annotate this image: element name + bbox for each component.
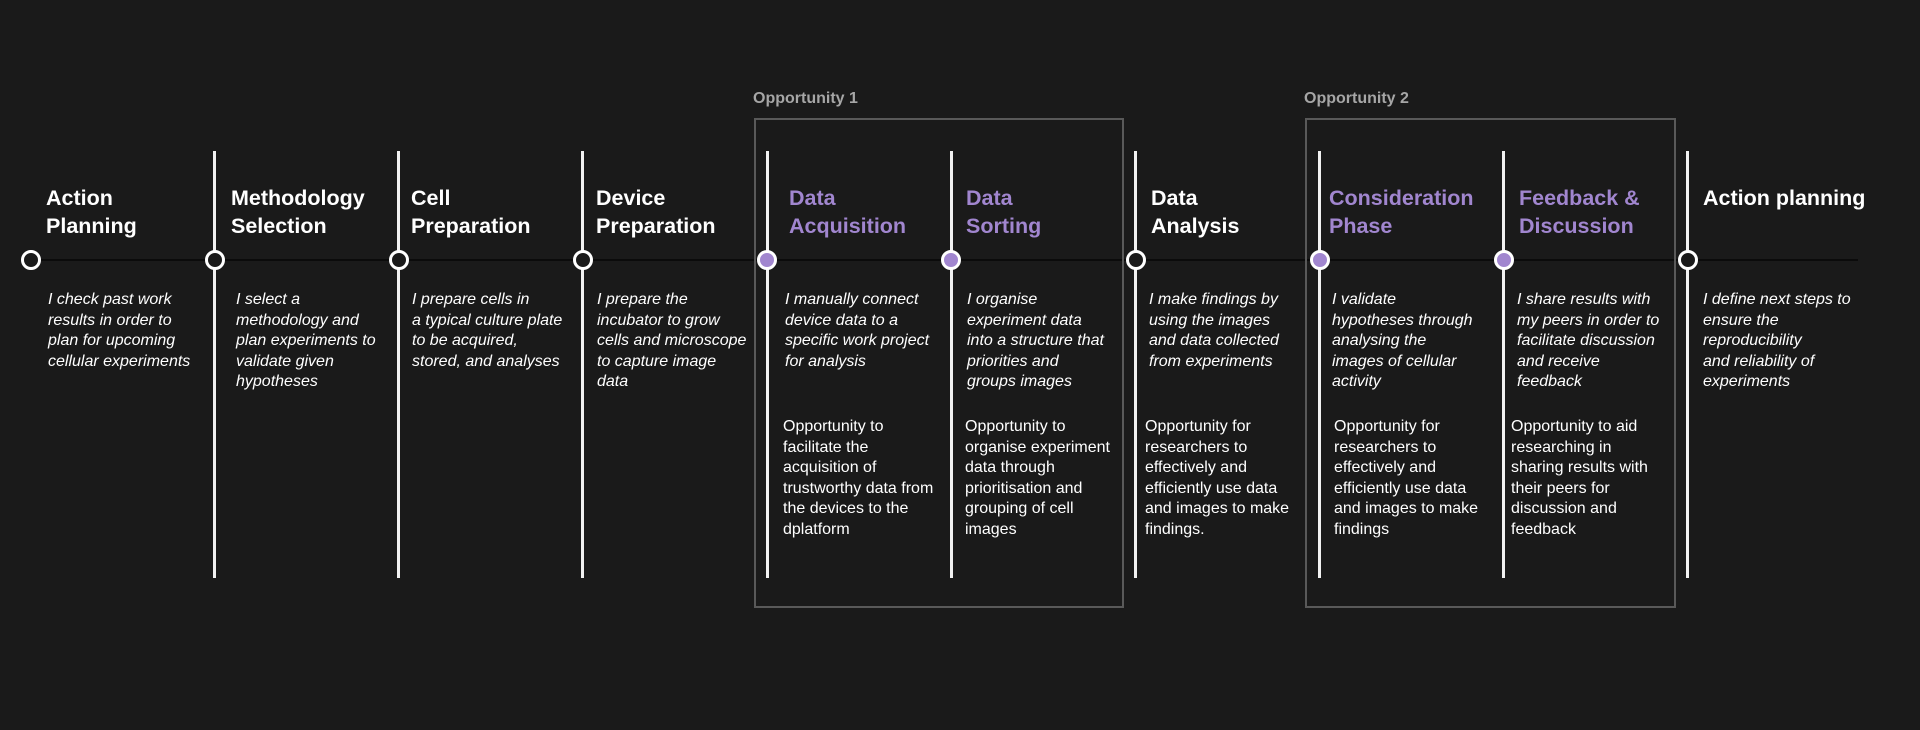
opportunity-text-data-sorting: Opportunity to organise experiment data …	[965, 418, 1110, 538]
stage-divider	[766, 151, 769, 578]
stage-description-action-planning-next: I define next steps to ensure the reprod…	[1703, 291, 1851, 390]
stage-description-data-analysis: I make findings by using the images and …	[1149, 291, 1279, 370]
timeline-node-methodology-selection	[205, 250, 225, 270]
opportunity-text-data-acquisition: Opportunity to facilitate the acquisitio…	[783, 418, 934, 538]
stage-title-data-sorting: Data Sorting	[966, 186, 1042, 238]
opportunity-box-1	[754, 118, 1124, 608]
stage-title-feedback-discussion: Feedback & Discussion	[1519, 186, 1640, 238]
timeline-node-data-analysis	[1126, 250, 1146, 270]
timeline-node-data-acquisition	[757, 250, 777, 270]
stage-title-consideration-phase: Consideration Phase	[1329, 186, 1474, 238]
stage-description-data-sorting: I organise experiment data into a struct…	[967, 291, 1104, 390]
stage-title-device-preparation: Device Preparation	[596, 186, 716, 238]
timeline-node-action-planning	[21, 250, 41, 270]
stage-divider	[581, 151, 584, 578]
stage-title-methodology-selection: Methodology Selection	[231, 186, 365, 238]
stage-description-cell-preparation: I prepare cells in a typical culture pla…	[412, 291, 563, 370]
stage-description-data-acquisition: I manually connect device data to a spec…	[785, 291, 930, 370]
opportunity-label-2: Opportunity 2	[1304, 90, 1409, 107]
opportunity-text-data-analysis: Opportunity for researchers to effective…	[1145, 418, 1290, 538]
opportunity-label-1: Opportunity 1	[753, 90, 858, 107]
stage-title-action-planning: Action Planning	[46, 186, 137, 238]
stage-title-action-planning-next: Action planning	[1703, 186, 1866, 210]
stage-divider	[397, 151, 400, 578]
timeline-node-cell-preparation	[389, 250, 409, 270]
opportunity-box-2	[1305, 118, 1676, 608]
opportunity-text-feedback-discussion: Opportunity to aid researching in sharin…	[1511, 418, 1648, 538]
timeline-node-feedback-discussion	[1494, 250, 1514, 270]
timeline-node-data-sorting	[941, 250, 961, 270]
timeline-node-action-planning-next	[1678, 250, 1698, 270]
stage-divider	[1134, 151, 1137, 578]
stage-divider	[950, 151, 953, 578]
stage-description-methodology-selection: I select a methodology and plan experime…	[236, 291, 376, 390]
stage-title-data-acquisition: Data Acquisition	[789, 186, 907, 238]
stage-description-action-planning: I check past work results in order to pl…	[48, 291, 191, 370]
timeline-node-device-preparation	[573, 250, 593, 270]
stage-divider	[213, 151, 216, 578]
opportunity-text-consideration-phase: Opportunity for researchers to effective…	[1334, 418, 1479, 538]
stage-divider	[1318, 151, 1321, 578]
stage-description-device-preparation: I prepare the incubator to grow cells an…	[597, 291, 747, 390]
stage-title-cell-preparation: Cell Preparation	[411, 186, 531, 238]
stage-divider	[1502, 151, 1505, 578]
stage-divider	[1686, 151, 1689, 578]
stage-title-data-analysis: Data Analysis	[1151, 186, 1240, 238]
stage-description-feedback-discussion: I share results with my peers in order t…	[1517, 291, 1660, 390]
stage-description-consideration-phase: I validate hypotheses through analysing …	[1332, 291, 1473, 390]
timeline-node-consideration-phase	[1310, 250, 1330, 270]
